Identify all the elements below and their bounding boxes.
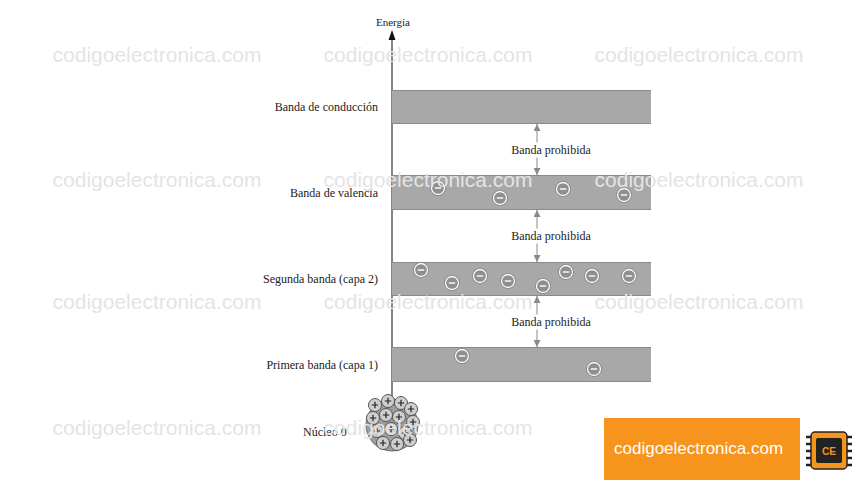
axis-label: Energía (376, 16, 410, 28)
first-band: Primera banda (capa 1) (392, 347, 651, 382)
watermark: codigoelectronica.com (53, 290, 262, 314)
watermark: codigoelectronica.com (324, 43, 533, 67)
logo-text: codigoelectronica.com (614, 439, 783, 459)
chip-icon (806, 432, 852, 469)
conduction-band: Banda de conducción (392, 90, 651, 124)
watermark: codigoelectronica.com (324, 416, 533, 440)
watermark: codigoelectronica.com (595, 290, 804, 314)
watermark: codigoelectronica.com (53, 43, 262, 67)
watermark: codigoelectronica.com (53, 168, 262, 192)
chip-letters: CE (822, 446, 836, 457)
watermark: codigoelectronica.com (595, 43, 804, 67)
band-label: Banda de conducción (275, 100, 378, 115)
band-label: Segunda banda (capa 2) (263, 272, 378, 287)
axis-arrowhead (389, 30, 396, 40)
gap-label: Banda prohibida (508, 229, 594, 244)
shell1-electrons (454, 348, 601, 376)
band-label: Primera banda (capa 1) (266, 357, 378, 372)
shell2-electrons (413, 262, 636, 293)
watermark: codigoelectronica.com (324, 168, 533, 192)
watermark: codigoelectronica.com (595, 168, 804, 192)
gap-label: Banda prohibida (508, 142, 594, 157)
watermark: codigoelectronica.com (53, 416, 262, 440)
gap-label: Banda prohibida (508, 314, 594, 329)
watermark: codigoelectronica.com (324, 290, 533, 314)
